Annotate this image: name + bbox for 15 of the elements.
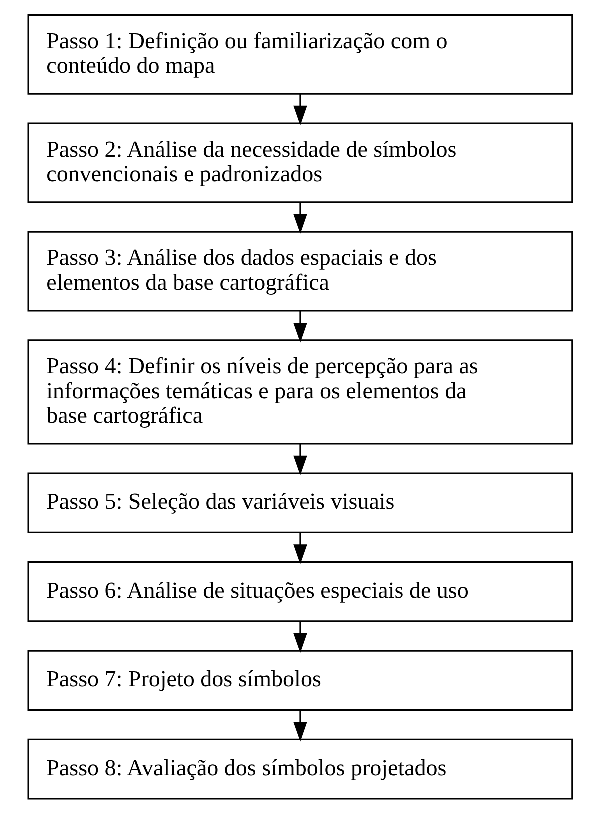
node-box: Passo 6: Análise de situações especiais de uso <box>28 561 574 622</box>
arrow <box>294 310 308 343</box>
node-box: Passo 8: Avaliação dos símbolos projetados <box>28 738 574 800</box>
arrow <box>294 532 308 564</box>
arrow <box>294 94 308 126</box>
node-box: Passo 4: Definir os níveis de percepção para as informações temáticas e para os elementos da base cartográfica <box>28 340 574 445</box>
node-box: Passo 3: Análise dos dados espaciais e dos elementos da base cartográfica <box>28 231 574 312</box>
node-box: Passo 7: Projeto dos símbolos <box>28 650 574 711</box>
arrow <box>294 621 308 654</box>
arrow <box>294 202 308 234</box>
arrow <box>294 710 308 742</box>
node-box: Passo 1: Definição ou familiarização com o conteúdo do mapa <box>28 14 574 95</box>
node-box: Passo 5: Seleção das variáveis visuais <box>28 472 574 534</box>
arrow <box>294 444 308 476</box>
node-box: Passo 2: Análise da necessidade de símbolos convencionais e padronizados <box>28 122 574 204</box>
